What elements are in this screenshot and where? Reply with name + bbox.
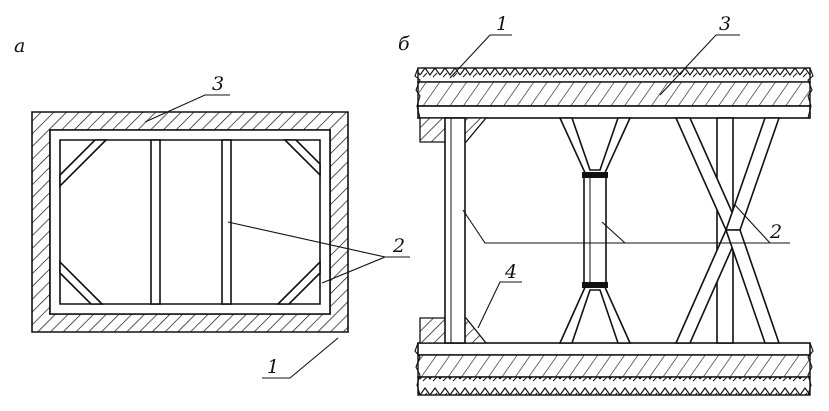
panel-b-left-post — [419, 117, 488, 344]
svg-text:3: 3 — [212, 73, 224, 95]
panel-b-bottom-slab — [414, 342, 814, 396]
panel-b-label: б — [398, 33, 410, 55]
panel-a-callout-1: 1 — [262, 337, 339, 379]
panel-a-callout-3: 3 — [144, 73, 230, 123]
panel-b-callout-3: 3 — [659, 13, 740, 96]
svg-text:2: 2 — [769, 221, 782, 243]
svg-text:4: 4 — [504, 261, 517, 283]
panel-b: б — [398, 13, 814, 396]
svg-text:3: 3 — [719, 13, 731, 35]
svg-text:2: 2 — [392, 235, 405, 257]
panel-a-label: а — [14, 35, 25, 57]
panel-a-liner — [49, 129, 331, 315]
panel-a-stud-right — [221, 139, 232, 305]
panel-b-right-post — [674, 117, 781, 344]
panel-a-corner-braces — [59, 139, 321, 305]
panel-b-callout-2: 2 — [462, 204, 790, 244]
panel-b-callout-1: 1 — [449, 13, 512, 79]
svg-text:1: 1 — [496, 13, 508, 35]
panel-a: а 3 2 1 — [14, 35, 410, 379]
panel-a-callout-2: 2 — [227, 221, 410, 284]
panel-a-stud-left — [150, 139, 161, 305]
panel-b-top-slab — [414, 67, 814, 119]
panel-b-callout-4: 4 — [477, 261, 522, 329]
panel-b-middle-post — [558, 117, 632, 344]
svg-text:1: 1 — [267, 356, 279, 378]
